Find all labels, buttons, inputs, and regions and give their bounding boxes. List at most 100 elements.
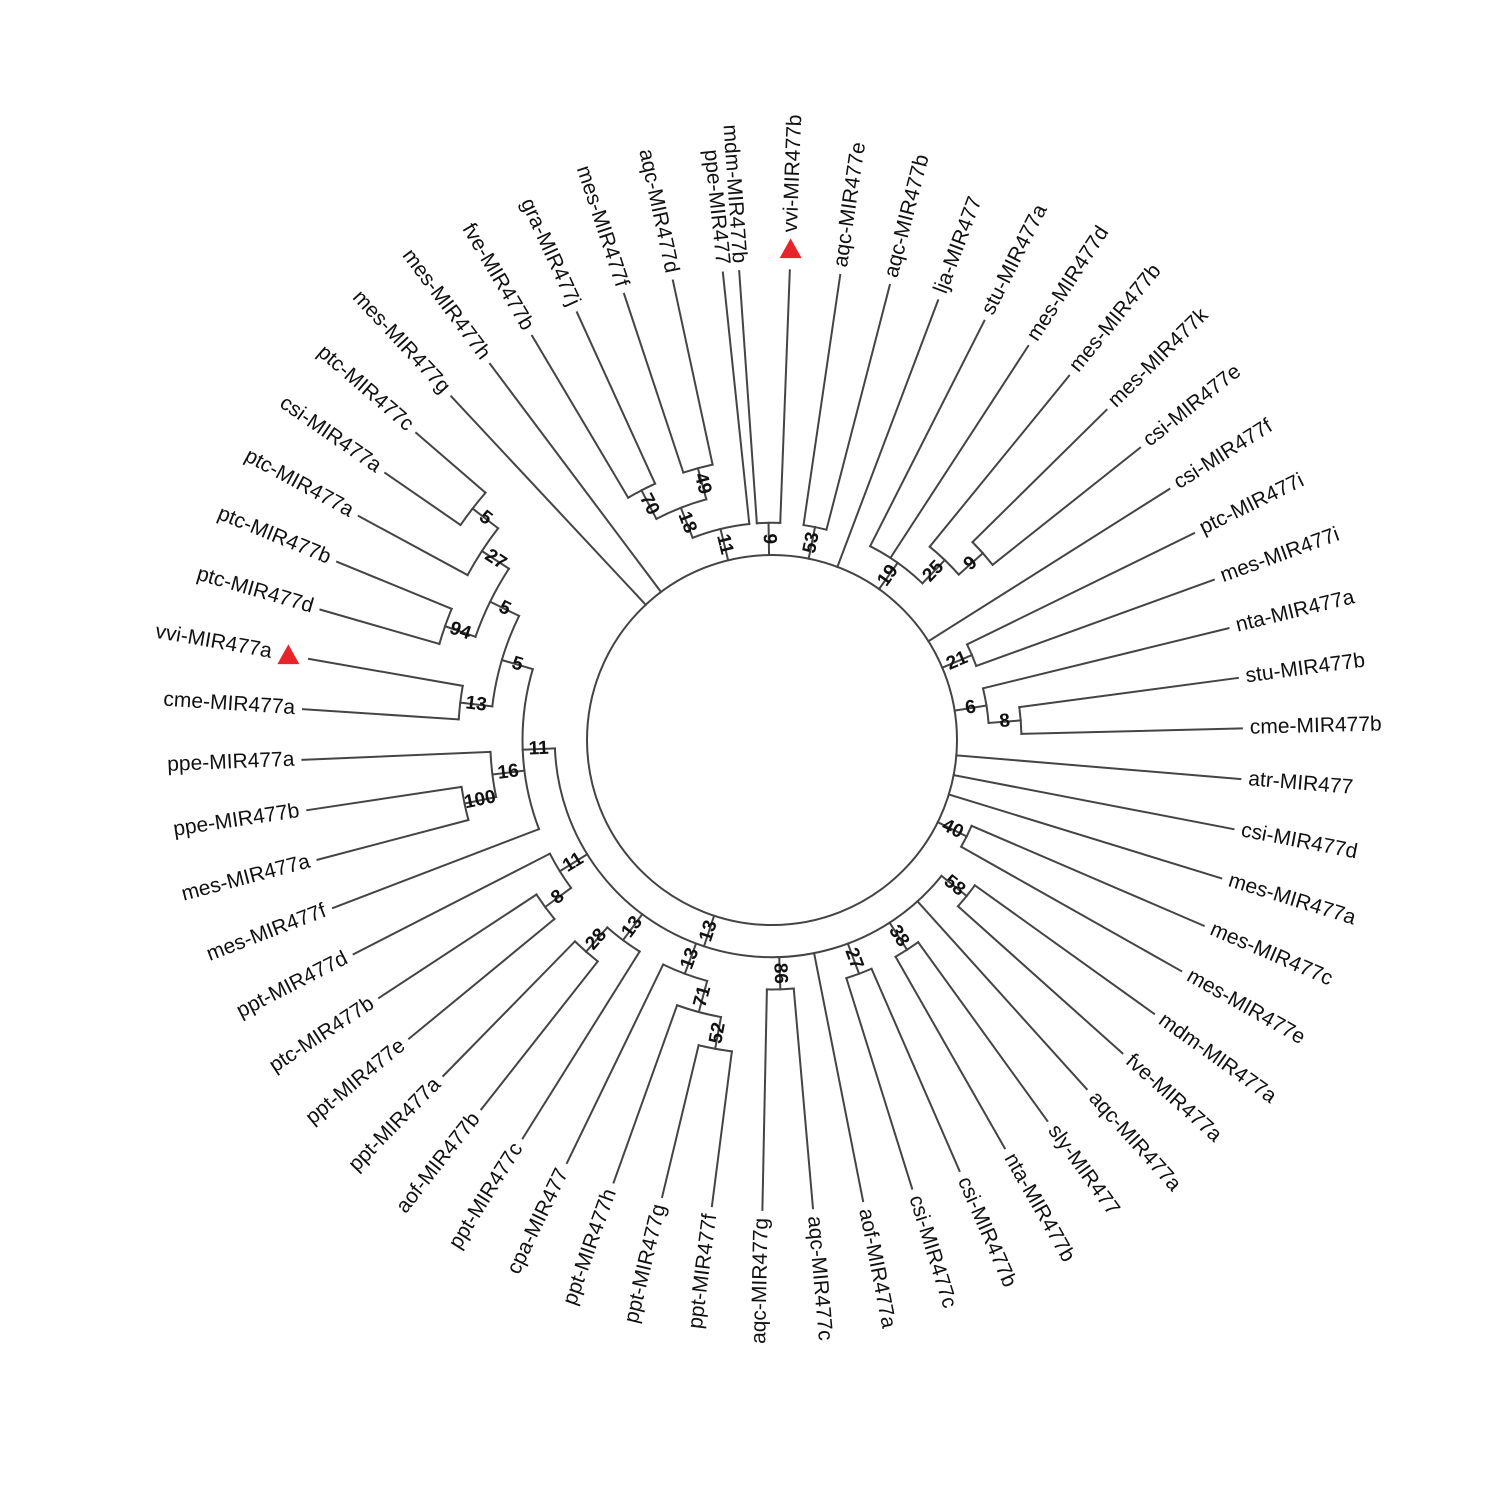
leaf-branch xyxy=(991,446,1142,567)
clade-stem xyxy=(957,551,985,576)
leaf-branch xyxy=(307,657,464,688)
bootstrap-value: 11 xyxy=(559,848,587,877)
clade-stem xyxy=(888,921,909,952)
leaf-branch xyxy=(331,827,541,910)
clade-stem xyxy=(719,527,730,562)
leaf-label: ppe-MIR477a xyxy=(167,748,295,776)
leaf-branch xyxy=(441,939,577,1078)
clade-stem xyxy=(471,507,500,530)
leaf-label: vvi-MIR477b xyxy=(779,114,806,233)
leaf-label: aqc-MIR477c xyxy=(803,1215,837,1341)
leaf-branch xyxy=(316,818,470,861)
leaf-branch xyxy=(956,904,1124,1055)
leaf-label: aof-MIR477a xyxy=(854,1207,900,1331)
leaf-label: ppt-MIR477d xyxy=(233,947,352,1023)
clade-stem xyxy=(480,549,511,571)
bootstrap-value: 5 xyxy=(475,506,497,529)
leaf-branch xyxy=(845,976,914,1190)
bootstrap-value: 9 xyxy=(759,533,780,544)
leaf-label: csi-MIR477d xyxy=(1239,818,1359,863)
leaf-branch xyxy=(959,845,1183,973)
leaf-label: cme-MIR477a xyxy=(163,688,296,720)
leaf-label: mes-MIR477i xyxy=(1217,523,1342,587)
leaf-branch xyxy=(721,271,751,526)
clade-stem xyxy=(877,561,900,591)
leaf-label: mes-MIR477a xyxy=(179,850,313,906)
clade-stem xyxy=(683,942,698,976)
leaf-label: ppt-MIR477h xyxy=(558,1186,621,1308)
bootstrap-value: 21 xyxy=(943,647,971,675)
leaf-branch xyxy=(575,311,657,486)
clade-stem xyxy=(846,942,861,976)
leaf-branch xyxy=(802,273,842,527)
bootstrap-value: 27 xyxy=(840,945,867,972)
leaf-label: vvi-MIR477a xyxy=(154,620,274,663)
leaf-branch xyxy=(357,514,469,577)
clade-stem xyxy=(558,852,589,873)
clade-stem xyxy=(953,704,988,712)
clade-stem xyxy=(767,521,771,557)
leaf-branch xyxy=(488,362,663,594)
leaf-label: ptc-MIR477b xyxy=(214,502,334,569)
leaf-label: ppt-MIR477g xyxy=(620,1202,671,1325)
clade-stem xyxy=(463,795,498,805)
leaf-label: mes-MIR477a xyxy=(1226,869,1359,930)
leaf-label: stu-MIR477b xyxy=(1244,649,1366,688)
leaf-label: gra-MIR477j xyxy=(516,195,585,310)
triangle-icon xyxy=(779,238,802,259)
leaf-branch xyxy=(894,955,1007,1150)
leaf-label: aqc-MIR477b xyxy=(880,152,934,280)
leaf-label: ppt-MIR477f xyxy=(684,1212,722,1330)
leaf-branch xyxy=(612,1003,679,1184)
leaf-branch xyxy=(973,883,1156,1016)
leaf-branch xyxy=(301,708,460,721)
bootstrap-value: 94 xyxy=(447,618,474,645)
leaf-branch xyxy=(955,754,1242,781)
clade-stem xyxy=(940,874,969,898)
clade-stem xyxy=(491,769,526,776)
clade-stem xyxy=(459,701,494,708)
leaf-branch xyxy=(521,950,642,1140)
clade-stem xyxy=(443,624,477,639)
leaf-branch xyxy=(449,395,648,607)
leaf-branch xyxy=(981,627,1230,690)
clade-arc xyxy=(553,747,943,959)
leaf-branch xyxy=(974,578,1216,668)
bootstrap-value: 100 xyxy=(462,786,497,813)
tree-branches xyxy=(301,269,1243,1211)
leaf-label: aqc-MIR477d xyxy=(634,147,683,275)
bootstrap-value: 58 xyxy=(940,871,970,901)
leaf-branch xyxy=(868,319,986,548)
clade-stem xyxy=(500,658,535,671)
leaf-branch xyxy=(565,963,665,1165)
leaf-branch xyxy=(377,893,538,1000)
leaf-label: mes-MIR477c xyxy=(1207,917,1336,990)
bootstrap-value: 86 xyxy=(769,962,791,984)
leaf-branch xyxy=(947,793,1223,880)
leaf-label: ptc-MIR477d xyxy=(194,562,316,617)
bootstrap-value: 13 xyxy=(676,945,703,972)
leaf-label: nta-MIR477a xyxy=(1233,585,1357,636)
bootstrap-value: 49 xyxy=(690,471,716,497)
clade-stem xyxy=(521,747,556,751)
bootstrap-value: 16 xyxy=(496,760,520,783)
leaf-label: csi-MIR477f xyxy=(1169,414,1276,493)
leaf-label: aqc-MIR477g xyxy=(747,1218,773,1345)
leaf-branch xyxy=(660,1044,700,1199)
leaf-label: aqc-MIR477e xyxy=(829,141,870,269)
leaf-branch xyxy=(952,773,1235,831)
leaf-branch xyxy=(965,531,1196,646)
clade-stem xyxy=(488,600,521,618)
leaf-branch xyxy=(383,471,462,527)
clade-stem xyxy=(696,466,708,501)
bootstrap-value: 71 xyxy=(690,983,716,1009)
leaf-label: mes-MIR477f xyxy=(572,163,634,290)
leaf-branch xyxy=(738,270,758,525)
clade-stem xyxy=(584,926,609,954)
bootstrap-value: 13 xyxy=(695,918,722,945)
leaf-label: cme-MIR477b xyxy=(1250,713,1382,739)
leaf-label: csi-MIR477c xyxy=(904,1193,961,1311)
leaf-label: mes-MIR477f xyxy=(203,899,329,966)
